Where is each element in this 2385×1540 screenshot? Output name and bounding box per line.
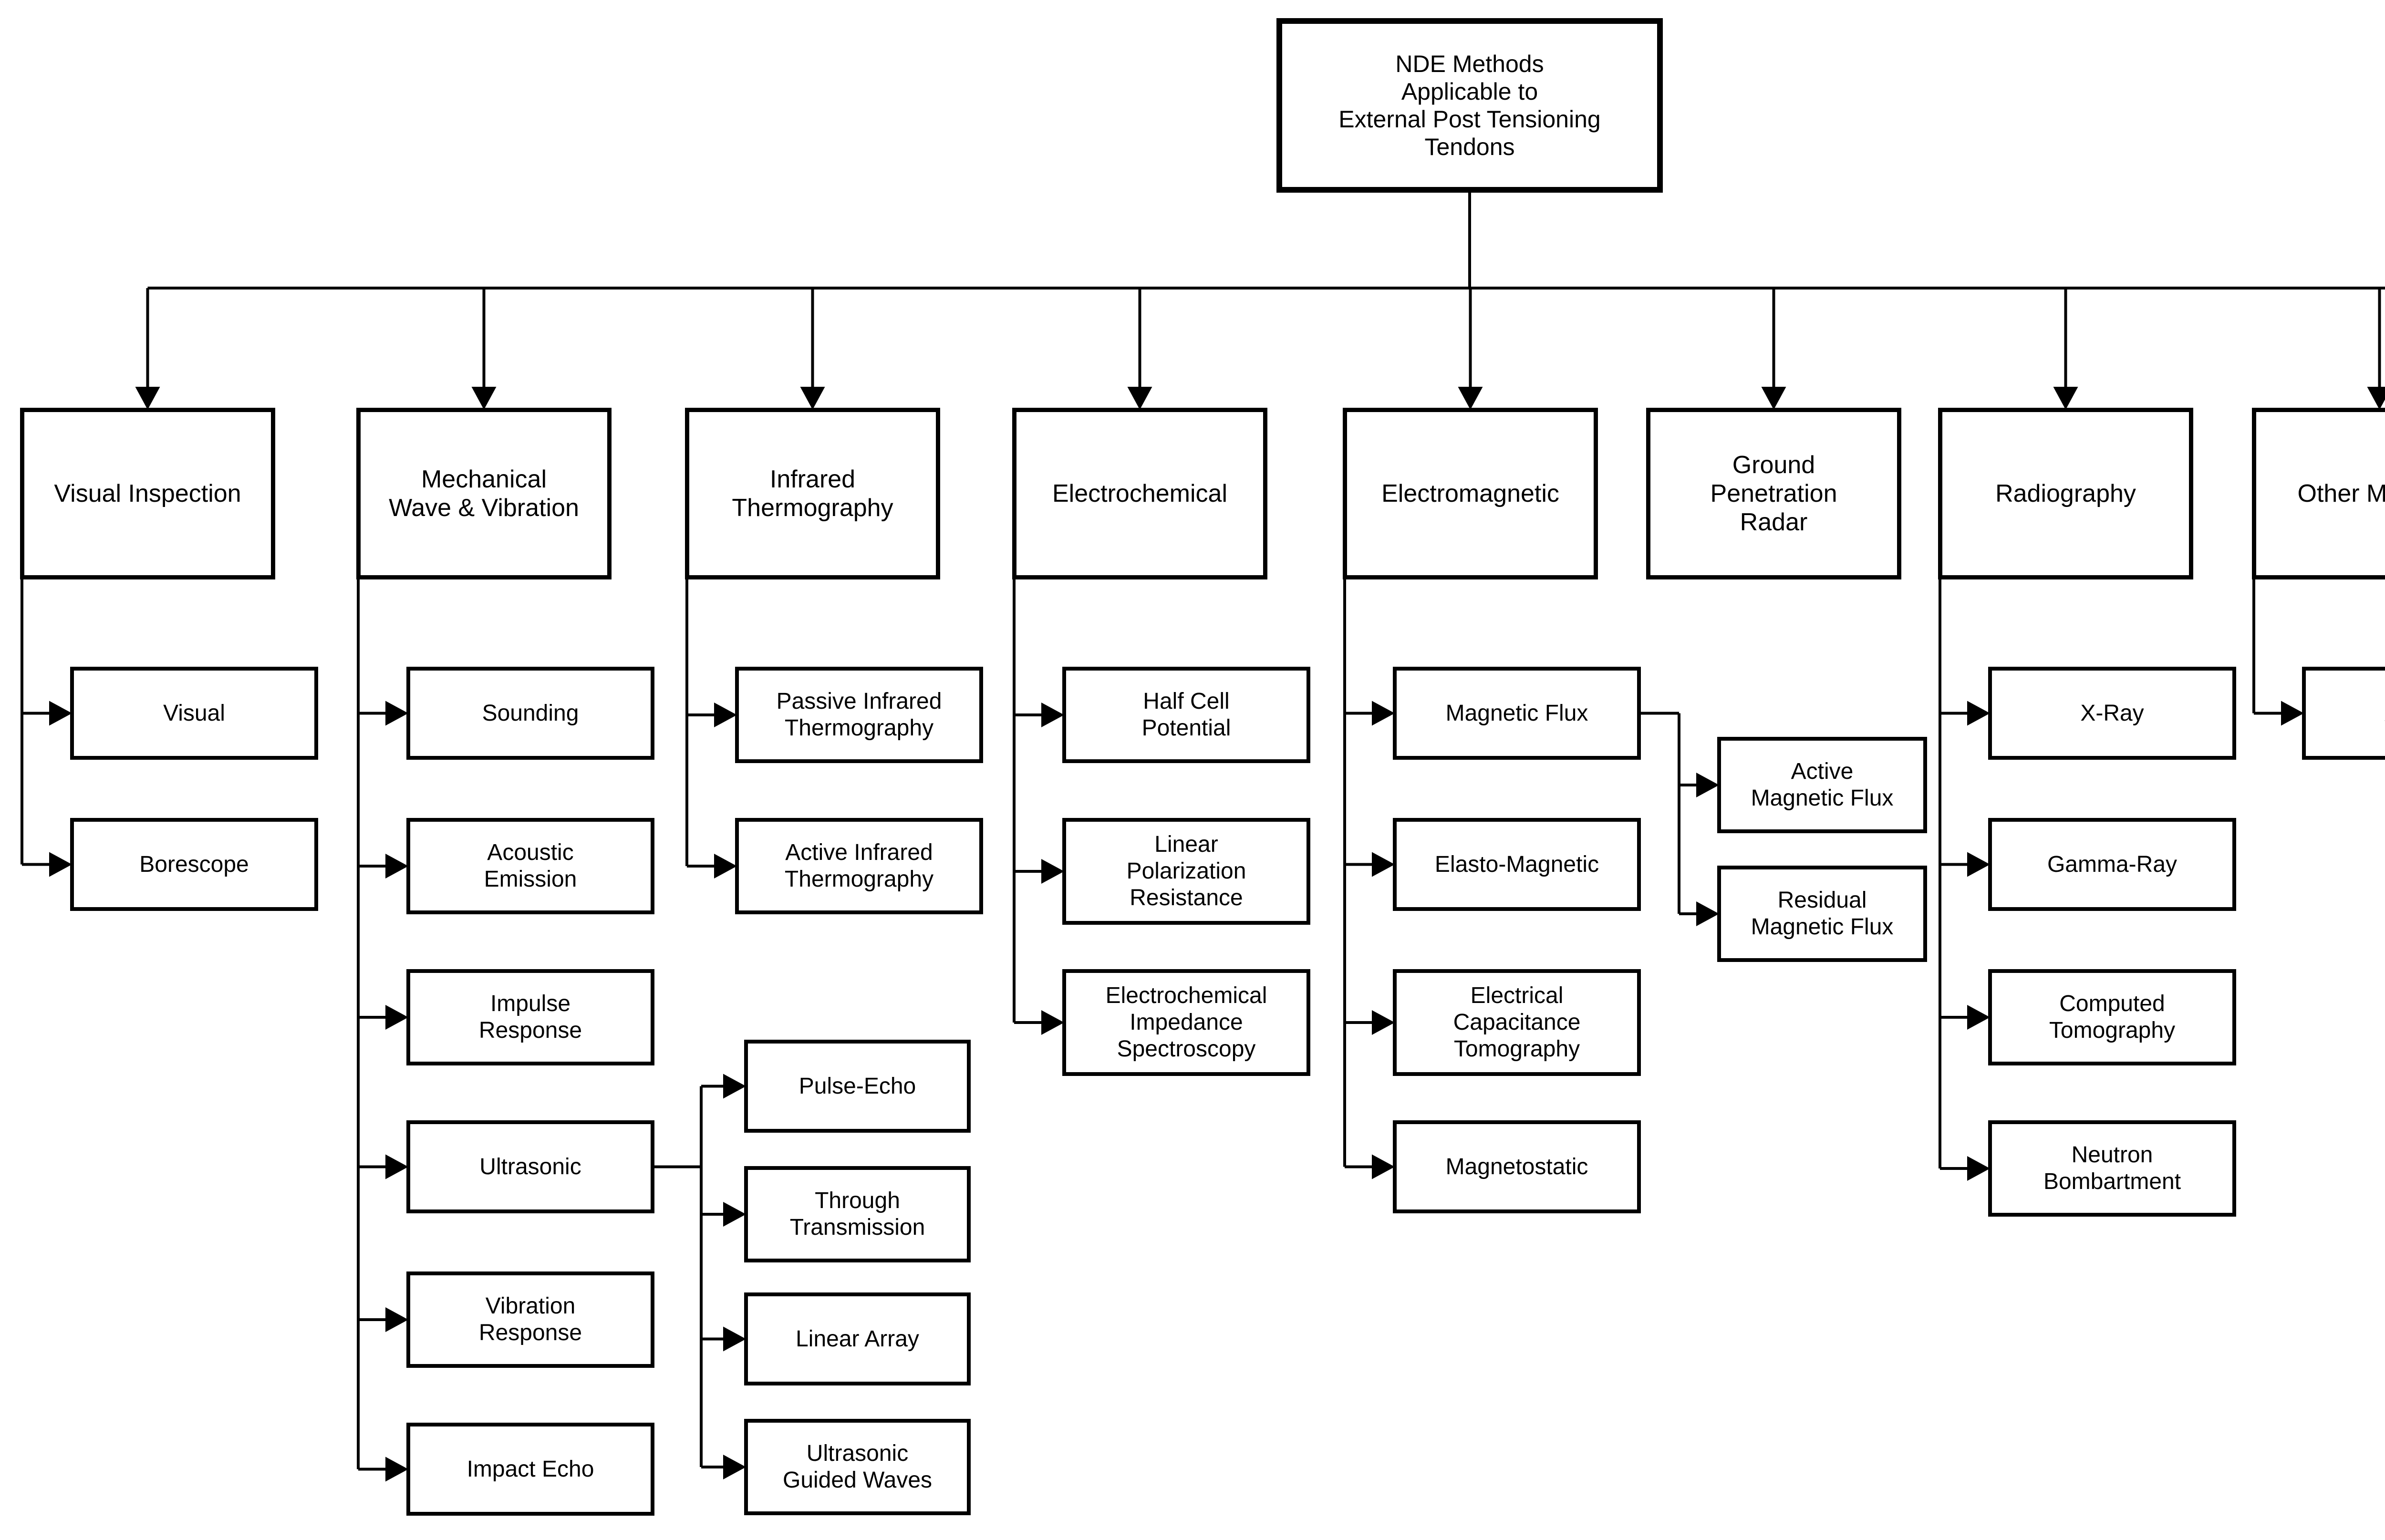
arrowhead-icon — [1967, 1156, 1990, 1181]
node-gamma-ray: Gamma-Ray — [1988, 818, 2236, 911]
arrowhead-icon — [723, 1202, 746, 1227]
arrowhead-icon — [49, 852, 72, 877]
arrowhead-icon — [2053, 387, 2078, 410]
arrowhead-icon — [723, 1455, 746, 1479]
node-impulse-response: Impulse Response — [406, 969, 654, 1065]
arrowhead-icon — [723, 1074, 746, 1099]
arrowhead-icon — [1967, 701, 1990, 726]
arrowhead-icon — [471, 387, 497, 410]
node-electromagnetic: Electromagnetic — [1343, 408, 1598, 579]
arrowhead-icon — [1696, 773, 1719, 797]
arrowhead-icon — [1041, 1010, 1064, 1035]
node-borescope: Borescope — [70, 818, 318, 911]
node-linear-polarization-resistance: Linear Polarization Resistance — [1062, 818, 1310, 925]
node-visual-inspection: Visual Inspection — [20, 408, 275, 579]
arrowhead-icon — [2367, 387, 2385, 410]
arrowhead-icon — [800, 387, 825, 410]
node-magnetostatic: Magnetostatic — [1393, 1120, 1641, 1213]
node-through-transmission: Through Transmission — [744, 1166, 971, 1262]
arrowhead-icon — [723, 1326, 746, 1352]
arrowhead-icon — [1372, 701, 1395, 726]
arrowhead-icon — [385, 1307, 408, 1332]
node-residual-magnetic-flux: Residual Magnetic Flux — [1717, 866, 1927, 962]
arrowhead-icon — [1372, 1010, 1395, 1035]
node-sounding: Sounding — [406, 667, 654, 760]
node-acoustic-emission: Acoustic Emission — [406, 818, 654, 914]
node-ultrasonic: Ultrasonic — [406, 1120, 654, 1213]
arrowhead-icon — [1967, 1005, 1990, 1030]
node-impact-echo: Impact Echo — [406, 1423, 654, 1516]
arrowhead-icon — [49, 701, 72, 726]
node-visual: Visual — [70, 667, 318, 760]
node-ultrasonic-guided-waves: Ultrasonic Guided Waves — [744, 1419, 971, 1515]
node-ground-penetration-radar: Ground Penetration Radar — [1646, 408, 1901, 579]
arrowhead-icon — [1127, 387, 1152, 410]
arrowhead-icon — [1041, 859, 1064, 884]
node-mechanical-wave-vibration: Mechanical Wave & Vibration — [356, 408, 612, 579]
node-electrochemical-impedance-spectroscopy: Electrochemical Impedance Spectroscopy — [1062, 969, 1310, 1076]
node-linear-array: Linear Array — [744, 1292, 971, 1385]
node-computed-tomography: Computed Tomography — [1988, 969, 2236, 1065]
arrowhead-icon — [1696, 901, 1719, 926]
arrowhead-icon — [714, 703, 737, 727]
arrowhead-icon — [1372, 1154, 1395, 1179]
node-other-methods: Other Methods — [2252, 408, 2385, 579]
arrowhead-icon — [1967, 852, 1990, 877]
node-electrochemical: Electrochemical — [1012, 408, 1267, 579]
arrowhead-icon — [1761, 387, 1786, 410]
node-neutron-bombartment: Neutron Bombartment — [1988, 1120, 2236, 1217]
node-nde-methods-applicable-to-external-post-tensioning-tendons: NDE Methods Applicable to External Post … — [1276, 18, 1663, 193]
arrowhead-icon — [1372, 852, 1395, 877]
node-pulse-echo: Pulse-Echo — [744, 1040, 971, 1133]
node-half-cell-potential: Half Cell Potential — [1062, 667, 1310, 763]
arrowhead-icon — [714, 854, 737, 879]
node-magnetic-flux: Magnetic Flux — [1393, 667, 1641, 760]
arrowhead-icon — [385, 1154, 408, 1179]
arrowhead-icon — [385, 854, 408, 879]
node-passive-infrared-thermography: Passive Infrared Thermography — [735, 667, 983, 763]
node-x-ray: X-Ray — [1988, 667, 2236, 760]
arrowhead-icon — [1041, 703, 1064, 727]
arrowhead-icon — [385, 701, 408, 726]
node-radiography: Radiography — [1938, 408, 2193, 579]
node-infrared-thermography: Infrared Thermography — [685, 408, 940, 579]
node-active-magnetic-flux: Active Magnetic Flux — [1717, 737, 1927, 833]
node-active-infrared-thermography: Active Infrared Thermography — [735, 818, 983, 914]
arrowhead-icon — [135, 387, 160, 410]
node-air-flow: Air Flow — [2302, 667, 2385, 760]
arrowhead-icon — [385, 1457, 408, 1482]
arrowhead-icon — [2281, 701, 2304, 726]
arrowhead-icon — [385, 1005, 408, 1030]
node-electrical-capacitance-tomography: Electrical Capacitance Tomography — [1393, 969, 1641, 1076]
node-elasto-magnetic: Elasto-Magnetic — [1393, 818, 1641, 911]
node-vibration-response: Vibration Response — [406, 1271, 654, 1368]
arrowhead-icon — [1458, 387, 1483, 410]
